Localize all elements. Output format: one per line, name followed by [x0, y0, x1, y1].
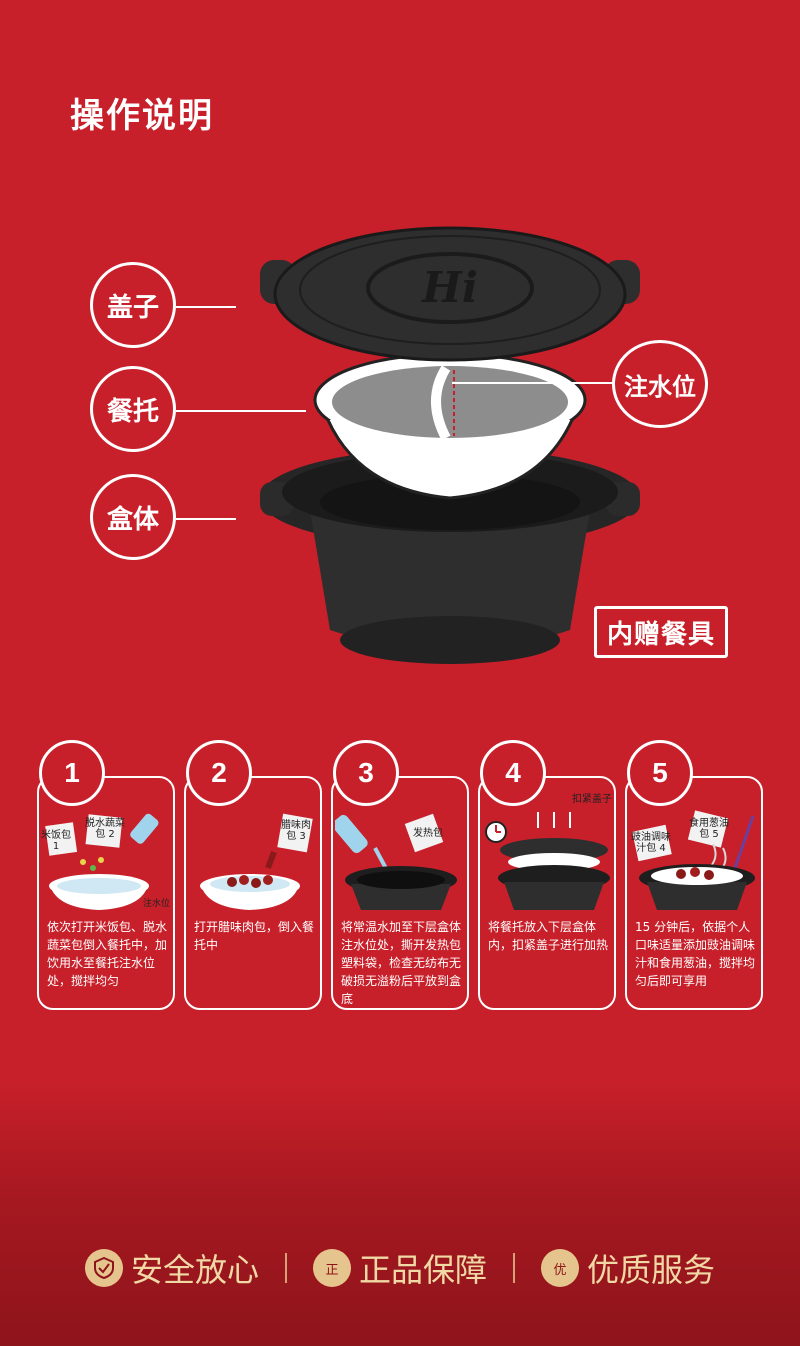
zheng-icon: 正 — [312, 1249, 351, 1287]
step-5-pack-b: 食用葱油包 5 — [689, 818, 729, 840]
step-5-text: 15 分钟后，依据个人口味适量添加豉油调味汁和食用葱油，搅拌均匀后即可享用 — [635, 920, 756, 988]
step-1-pack-a: 米饭包 1 — [41, 830, 71, 852]
step-5-pack-a: 豉油调味汁包 4 — [631, 832, 671, 854]
label-water-line — [452, 382, 612, 384]
lid-shape: Hi — [260, 226, 640, 362]
shield-icon — [84, 1249, 123, 1287]
tray-shape — [313, 352, 587, 500]
step-card-5: 豉油调味汁包 4 食用葱油包 5 15 分钟后，依据个人口味适量添加豉油调味汁和… — [625, 776, 763, 1010]
hotpot-exploded-illustration: Hi — [260, 226, 640, 664]
label-lid: 盖子 — [90, 262, 176, 348]
step-number-1: 1 — [39, 740, 105, 806]
footer-item-service: 优 优质服务 — [541, 1245, 715, 1291]
footer-separator — [513, 1253, 515, 1283]
label-lid-line — [176, 306, 236, 308]
footer-separator — [284, 1253, 287, 1283]
step-3-illustration — [335, 813, 457, 910]
step-number-4: 4 — [480, 740, 546, 806]
label-tray: 餐托 — [90, 366, 176, 452]
step-number-5: 5 — [627, 740, 693, 806]
label-body-line — [176, 518, 236, 520]
step-number-2: 2 — [186, 740, 252, 806]
footer-item-safe: 安全放心 — [84, 1245, 259, 1291]
step-card-1: 米饭包 1 脱水蔬菜包 2 注水位 依次打开米饭包、脱水蔬菜包倒入餐托中，加饮用… — [37, 776, 175, 1010]
footer-label-safe: 安全放心 — [130, 1251, 259, 1289]
step-card-3: 发热包 将常温水加至下层盒体注水位处，撕开发热包塑料袋，检查无纺布无破损无溢粉后… — [331, 776, 469, 1010]
label-body: 盒体 — [90, 474, 176, 560]
you-icon: 优 — [541, 1249, 579, 1287]
step-card-2: 腊味肉包 3 打开腊味肉包，倒入餐托中 — [184, 776, 322, 1010]
step-3-text: 将常温水加至下层盒体注水位处，撕开发热包塑料袋，检查无纺布无破损无溢粉后平放到盒… — [341, 920, 462, 1006]
step-3-pack: 发热包 — [413, 828, 443, 839]
footer-gradient — [0, 1080, 800, 1346]
lid-logo: Hi — [421, 263, 478, 312]
step-4-note: 扣紧盖子 — [572, 794, 612, 805]
step-number-3: 3 — [333, 740, 399, 806]
label-tray-line — [176, 410, 306, 412]
footer-guarantees: 安全放心 正 正品保障 优 优质服务 — [0, 1246, 800, 1290]
step-4-illustration — [485, 812, 610, 910]
label-water-level: 注水位 — [612, 340, 708, 428]
footer-label-genuine: 正品保障 — [358, 1251, 487, 1289]
gift-badge: 内赠餐具 — [594, 606, 728, 658]
footer-label-service: 优质服务 — [587, 1251, 716, 1289]
step-5-illustration — [632, 810, 755, 910]
step-4-text: 将餐托放入下层盒体内，扣紧盖子进行加热 — [488, 920, 609, 952]
step-2-illustration — [200, 813, 313, 910]
step-2-pack: 腊味肉包 3 — [281, 820, 311, 842]
step-2-text: 打开腊味肉包，倒入餐托中 — [194, 920, 315, 952]
step-card-4: 扣紧盖子 将餐托放入下层盒体内，扣紧盖子进行加热 — [478, 776, 616, 1010]
footer-item-genuine: 正 正品保障 — [312, 1245, 487, 1291]
page-title: 操作说明 — [70, 96, 214, 136]
step-1-note: 注水位 — [143, 899, 171, 909]
step-1-illustration — [45, 813, 159, 910]
step-1-pack-b: 脱水蔬菜包 2 — [85, 818, 125, 840]
step-1-text: 依次打开米饭包、脱水蔬菜包倒入餐托中，加饮用水至餐托注水位处，搅拌均匀 — [47, 920, 168, 988]
